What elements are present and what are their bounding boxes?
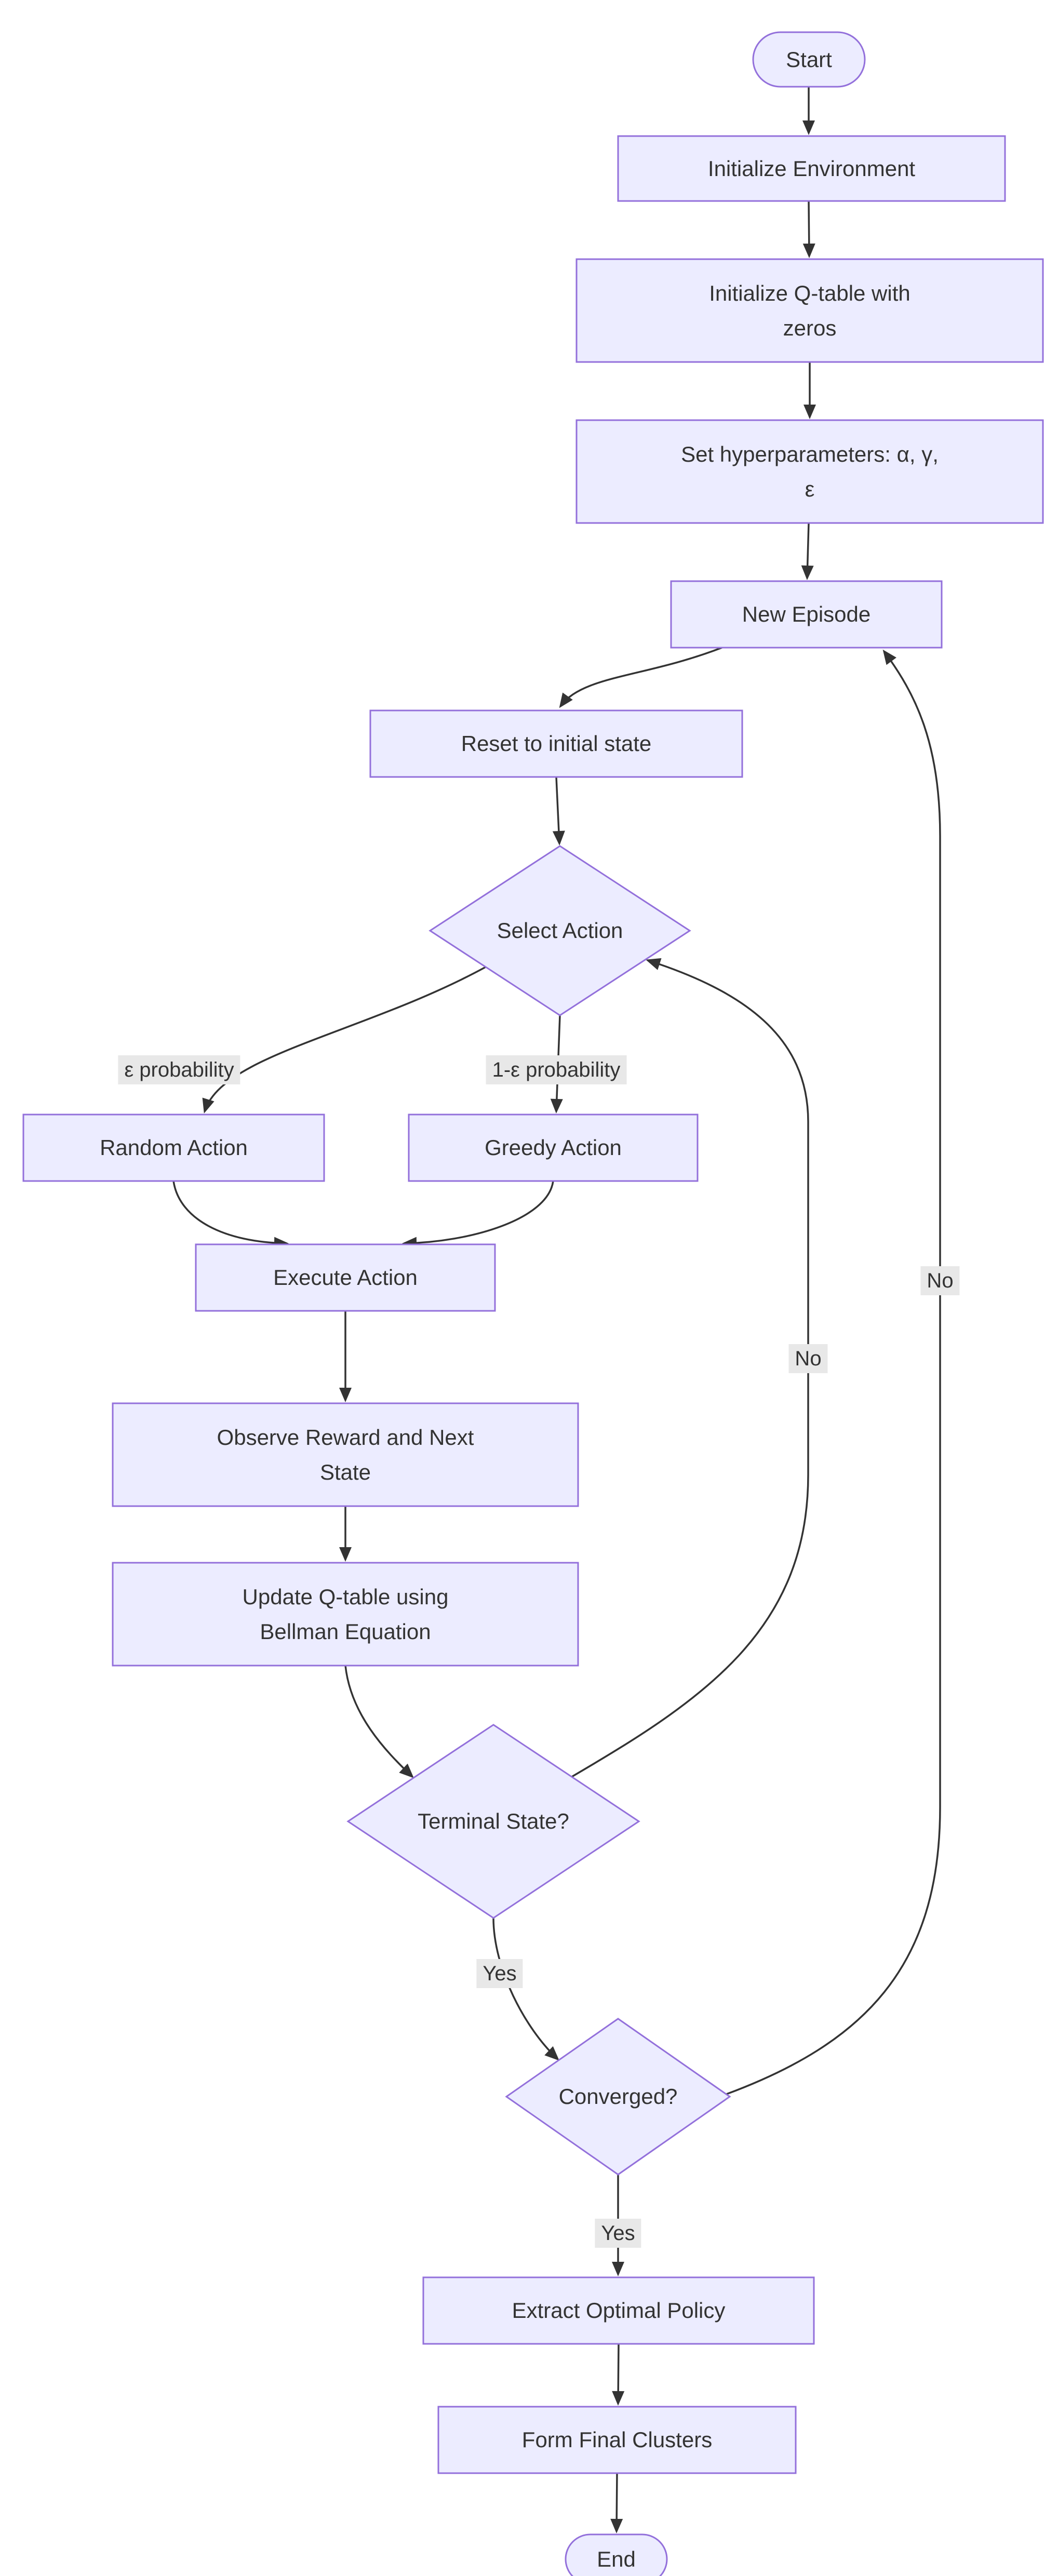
edge-terminal-select_action — [571, 958, 809, 1778]
node-hyper-shape — [575, 419, 1044, 524]
edge-converged-new_episode — [726, 649, 941, 2095]
node-start-shape — [752, 31, 866, 88]
edge-greedy_action-execute — [402, 1180, 554, 1250]
node-extract-shape — [422, 2276, 815, 2345]
node-new_episode-shape — [670, 580, 943, 649]
node-form_clusters-shape — [437, 2406, 797, 2474]
node-reset-shape — [369, 709, 743, 778]
edge-reset-select_action — [552, 776, 565, 846]
node-observe-shape — [112, 1402, 579, 1507]
edge-new_episode-reset — [559, 647, 722, 708]
edge-hyper-new_episode — [801, 522, 814, 580]
node-update_q-shape — [112, 1562, 579, 1667]
node-select_action-shape — [428, 845, 691, 1016]
node-init_env-shape — [617, 135, 1006, 202]
edge-select_action-random_action — [202, 966, 486, 1113]
node-converged-shape — [505, 2018, 731, 2176]
node-init_q-shape — [575, 258, 1044, 363]
node-end-shape — [565, 2533, 668, 2576]
edge-extract-form_clusters — [612, 2343, 625, 2406]
node-random_action-shape — [22, 1113, 325, 1182]
edge-select_action-greedy_action — [550, 1015, 563, 1113]
node-execute-shape — [195, 1243, 496, 1312]
node-terminal-shape — [346, 1724, 640, 1919]
edge-random_action-execute — [172, 1180, 289, 1250]
edge-terminal-converged — [492, 1917, 559, 2061]
node-greedy_action-shape — [408, 1113, 699, 1182]
edge-update_q-terminal — [344, 1665, 414, 1778]
